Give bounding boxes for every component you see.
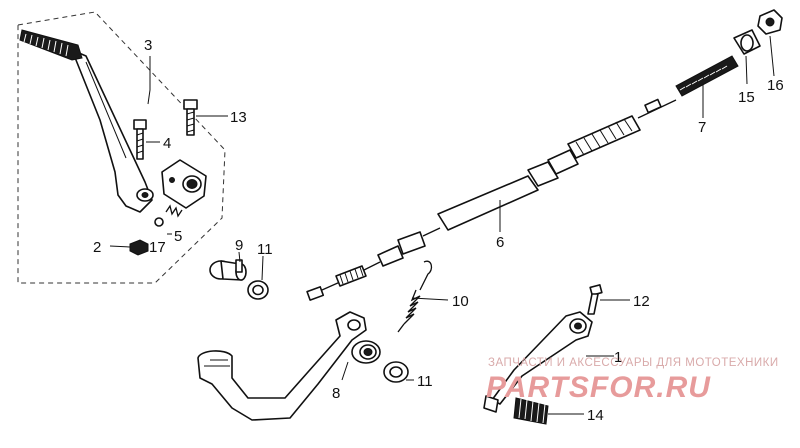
pivot-bolt-9 xyxy=(209,259,247,281)
callout-8: 8 xyxy=(332,385,340,402)
callout-3: 3 xyxy=(144,37,152,54)
callout-11-lower: 11 xyxy=(417,373,433,390)
callout-7: 7 xyxy=(698,119,706,136)
callout-16: 16 xyxy=(767,77,784,94)
leader-lines xyxy=(109,35,775,415)
kickstarter-group-outline xyxy=(17,11,226,284)
spring-5 xyxy=(165,204,183,218)
callout-11-upper: 11 xyxy=(257,241,273,258)
return-spring-10 xyxy=(397,260,433,333)
pivot-block xyxy=(161,159,207,209)
callout-13: 13 xyxy=(230,109,247,126)
bolt-12 xyxy=(587,284,603,315)
callout-2: 2 xyxy=(93,239,101,256)
watermark-tagline: ЗАПЧАСТИ И АКСЕССУАРЫ ДЛЯ МОТОТЕХНИКИ xyxy=(488,357,779,369)
bolt-13 xyxy=(183,99,198,136)
bolt-4 xyxy=(133,119,147,160)
nut-16 xyxy=(757,9,783,35)
washer-11-lower xyxy=(383,361,409,383)
brake-pedal-8 xyxy=(197,311,381,421)
watermark-brand: PARTSFOR.RU xyxy=(486,371,711,404)
joint-15 xyxy=(733,29,761,55)
callout-17: 17 xyxy=(149,239,166,256)
washer-11-upper xyxy=(247,280,269,300)
callout-4: 4 xyxy=(163,135,171,152)
callout-15: 15 xyxy=(738,89,755,106)
callout-6: 6 xyxy=(496,234,504,251)
nut-2 xyxy=(129,239,149,256)
callout-9: 9 xyxy=(235,237,243,254)
callout-1: 1 xyxy=(614,349,622,366)
callout-12: 12 xyxy=(633,293,650,310)
callout-5: 5 xyxy=(174,228,182,245)
brake-cable xyxy=(306,55,739,301)
callout-10: 10 xyxy=(452,293,469,310)
shift-lever-1 xyxy=(483,311,593,413)
shift-rubber-14 xyxy=(513,397,549,425)
callout-14: 14 xyxy=(587,407,604,424)
kickstarter-grip xyxy=(19,29,83,61)
kickstarter-arm xyxy=(71,49,154,213)
ball-17 xyxy=(154,217,164,227)
